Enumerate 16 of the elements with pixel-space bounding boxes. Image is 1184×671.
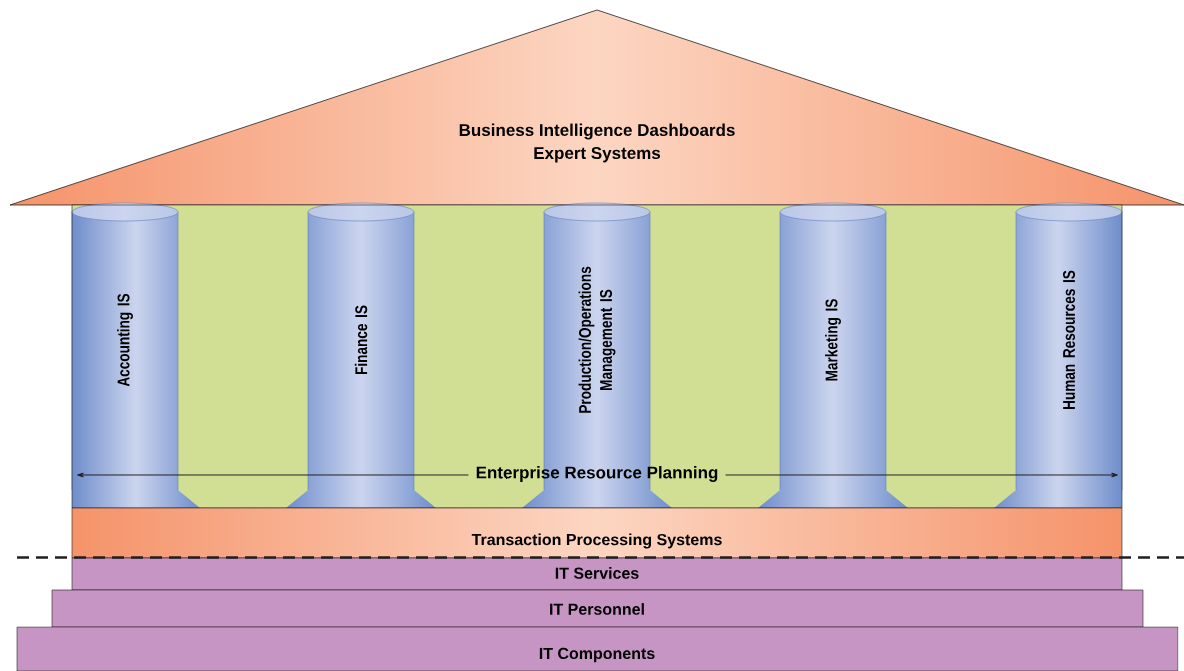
pillar-cylinder: Human Resources IS	[1015, 202, 1123, 491]
foundation-step: IT Services	[71, 557, 1123, 591]
foundation-step: IT Components	[16, 626, 1179, 671]
pillar-cylinder: Accounting IS	[71, 202, 179, 491]
node-label: Finance IS	[354, 305, 368, 375]
processing-band: Transaction Processing Systems	[71, 507, 1123, 559]
arrow	[77, 472, 469, 478]
pillar-cylinder: Finance IS	[307, 202, 415, 491]
node-label: Marketing IS	[825, 299, 841, 381]
arrow	[725, 472, 1118, 478]
span-label: Enterprise Resource Planning	[476, 466, 718, 482]
node-label: Accounting IS	[117, 293, 133, 387]
pillar-cylinder: Marketing IS	[779, 202, 887, 491]
node-label: Production/Operations Management IS	[578, 266, 616, 413]
node-label: Human Resources IS	[1062, 270, 1076, 409]
foundation-step: IT Personnel	[51, 589, 1144, 628]
